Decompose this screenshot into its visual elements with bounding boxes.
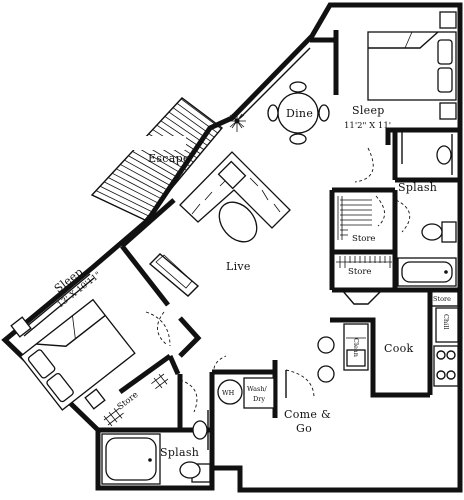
splash-left-label: Splash — [160, 446, 199, 459]
laundry: WH Wash/ Dry — [213, 355, 275, 409]
store-upper: Store — [337, 195, 390, 244]
dry-label: Dry — [253, 395, 265, 403]
interior-walls — [98, 30, 460, 468]
entry: Come & Go — [284, 369, 331, 435]
store-upper-label: Store — [352, 234, 375, 244]
sleep-right-dims: 11'2" X 11' — [344, 121, 391, 131]
splash-right-room: Splash — [395, 134, 457, 287]
store-left: Store — [103, 373, 169, 427]
store-lower-label: Store — [348, 267, 371, 277]
store-right: Store — [429, 289, 459, 307]
dine-area: Dine — [228, 81, 330, 145]
store-right-label: Store — [433, 295, 451, 303]
sleep-right-label: Sleep — [352, 104, 385, 117]
come-label: Come & — [284, 408, 331, 421]
escape-balcony: Escape — [90, 97, 224, 221]
store-lower: Store — [336, 256, 392, 305]
splash-left-room: Splash — [101, 379, 211, 485]
plant-pot-icon — [234, 118, 240, 124]
chill-label: Chill — [442, 314, 450, 329]
sleep-right-room: Sleep 11'2" X 11' — [344, 11, 457, 183]
cook-room: Clean Cook Chill — [317, 307, 459, 387]
live-label: Live — [226, 260, 251, 273]
splash-right-label: Splash — [398, 181, 437, 194]
live-room: Live — [148, 151, 291, 345]
cook-label: Cook — [384, 342, 414, 355]
exterior-walls — [1, 2, 463, 493]
dine-label: Dine — [286, 107, 313, 120]
go-label: Go — [296, 422, 312, 435]
escape-label: Escape — [148, 152, 190, 165]
windows — [19, 43, 311, 337]
wash-label: Wash/ — [247, 385, 268, 393]
wh-label: WH — [222, 389, 235, 397]
clean-label: Clean — [352, 338, 360, 357]
